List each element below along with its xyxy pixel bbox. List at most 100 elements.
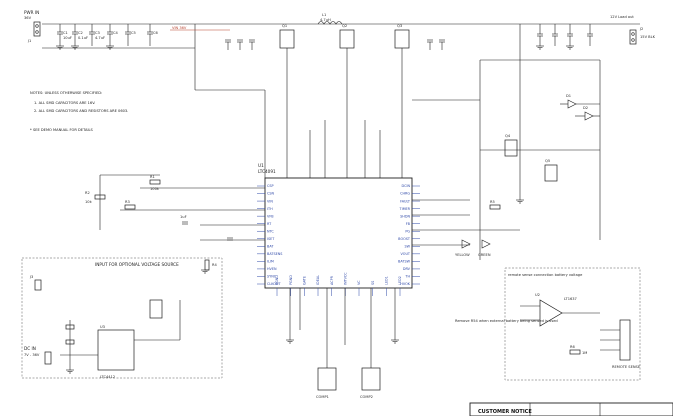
output-capacitors	[537, 24, 593, 46]
cap-c3-val: 4.7uF	[95, 36, 105, 40]
remove-r54-note: Remove R54 when external battery being s…	[455, 319, 558, 323]
comp1-label: COMP1	[316, 395, 329, 399]
u1-pin-label: HVOK	[400, 282, 410, 286]
optional-box-title: INPUT FOR OPTIONAL VOLTAGE SOURCE	[95, 262, 179, 267]
u1-pin-label: LED2	[398, 276, 402, 285]
cap-c5-ref: C5	[131, 31, 136, 35]
d1-ref: D1	[566, 94, 571, 98]
u1-pin-label: BOOST	[398, 237, 411, 241]
u1-pin-label: SYNC	[267, 275, 277, 279]
u3-ref: U3	[100, 325, 105, 329]
u1-pin-label: TIMER	[399, 207, 411, 211]
cap-c2-val: 0.1uF	[78, 36, 88, 40]
r3-ref: R3	[125, 200, 130, 204]
cap-c1-ref: C1	[63, 31, 68, 35]
u1-pin-label: VOUT	[401, 252, 411, 256]
u1-pin-label: NTC	[267, 229, 274, 233]
cap-c6-ref: C6	[153, 31, 159, 35]
u1-pin-label: ISET	[267, 237, 275, 241]
u1-pin-label: RT	[267, 222, 272, 226]
q3-ref: Q3	[397, 24, 402, 28]
r6-val: 1M	[582, 351, 587, 355]
q5-ref: Q5	[545, 159, 550, 163]
notes-block: NOTES: UNLESS OTHERWISE SPECIFIED: 1. AL…	[30, 91, 128, 132]
j2-ref: J2	[639, 27, 643, 31]
left-side-network: R1 100k R2 10k R3 R4 1uF	[85, 174, 265, 271]
r2-ref: R2	[85, 191, 90, 195]
j1-ref: J1	[27, 39, 31, 43]
q2-ref: Q2	[342, 24, 347, 28]
right-side-circuit: Q4 Q5 D1 D2	[480, 24, 601, 240]
r1-val: 100k	[150, 187, 160, 191]
u1-pin-label: BATSENS	[267, 252, 282, 256]
ground-symbols	[56, 45, 574, 374]
load-output-connector: 12V Load out 15V BLK J2	[610, 15, 656, 45]
u1-pin-label: PG	[405, 229, 410, 233]
u1-pin-label: SGND	[275, 275, 279, 285]
top-center-capacitors	[225, 39, 445, 50]
u1-pin-label: VC	[357, 280, 361, 285]
u1-pin-label: VIN	[267, 199, 273, 203]
cap-c1-val: 10uF	[63, 36, 72, 40]
u2-ref: U2	[535, 293, 540, 297]
u1-pin-label: HVEN	[267, 267, 277, 271]
title-block: CUSTOMER NOTICE	[469, 402, 673, 416]
cap-c2-ref: C2	[78, 31, 83, 35]
u1-pin-label: ACPR	[330, 275, 334, 285]
q4-ref: Q4	[505, 134, 511, 138]
title-block-text: CUSTOMER NOTICE	[478, 409, 532, 415]
u1-pin-label: CHRG	[400, 192, 410, 196]
c-left-val: 1uF	[180, 215, 187, 219]
r6-ref: R6	[570, 345, 575, 349]
dc-in-label: DC IN	[24, 346, 36, 351]
top-power-rail: VIN 36V	[42, 23, 640, 90]
status-led-network: YELLOW GREEN R5	[412, 199, 520, 257]
u1-pin-label: ITH	[267, 207, 273, 211]
cap-c4-ref: C4	[113, 31, 119, 35]
u1-pin-label: FB	[406, 222, 411, 226]
comp2-label: COMP2	[360, 395, 373, 399]
top-net-label: VIN 36V	[172, 26, 187, 30]
u1-left-pins: CSPCSNVINITHVFBRTNTCISETBATBATSENSILIMHV…	[257, 184, 282, 286]
u1-pin-label: BAT	[267, 245, 274, 249]
top-mosfets: Q1 Q2 Q3	[279, 24, 410, 80]
r1-ref: R1	[150, 175, 155, 179]
remote-box-title: remote sense connection battery voltage	[508, 273, 583, 277]
u1-pin-label: INTVCC	[344, 272, 348, 285]
inductor-l1: L1 4.7uH	[317, 13, 343, 25]
u1-pin-label: ILIM	[267, 260, 274, 264]
r5-ref: R5	[490, 200, 495, 204]
u1-pin-label: TH	[404, 275, 410, 279]
remote-sense-label: REMOTE SENSE	[612, 365, 641, 369]
note-line-2: 2. ALL SMD CAPACITORS AND RESISTORS ARE …	[34, 109, 128, 113]
u1-pin-label: GATE	[303, 276, 307, 285]
led-green: GREEN	[478, 253, 491, 257]
u1-pin-label: FAULT	[400, 199, 411, 203]
pwr-in-sub: 36V	[24, 16, 32, 20]
note-line-3: * SEE DEMO MANUAL FOR DETAILS	[30, 128, 94, 132]
input-connector: PWR IN 36V J1	[24, 10, 41, 43]
pwr-in-label: PWR IN	[24, 10, 39, 15]
u2-part: LT1637	[564, 297, 577, 301]
u1-pin-label: DCIN	[401, 184, 410, 188]
ic-top-wiring	[195, 60, 481, 260]
r2-val: 10k	[85, 200, 93, 204]
dc-in-sub: 7V - 36V	[24, 353, 40, 357]
q1-ref: Q1	[282, 24, 287, 28]
led-yellow: YELLOW	[455, 253, 470, 257]
main-ic-u1: U1 LTC4091 CSPCSNVINITHVFBRTNTCISETBATBA…	[257, 163, 420, 296]
l1-val: 4.7uH	[320, 18, 331, 22]
optional-source-section: INPUT FOR OPTIONAL VOLTAGE SOURCE U3 LTC…	[21, 257, 223, 379]
compensation-networks: COMP1 COMP2	[289, 288, 396, 399]
u1-pin-label: DRV	[403, 267, 411, 271]
u1-pin-label: CLKOUT	[267, 282, 281, 286]
input-capacitors: C1 10uF C2 0.1uF C3 4.7uF C4 C5 C6	[57, 24, 159, 46]
u1-pin-label: SS	[371, 281, 375, 285]
cap-c3-ref: C3	[95, 31, 100, 35]
d2-ref: D2	[583, 106, 588, 110]
u1-pin-label: IDEAL	[316, 275, 320, 285]
u1-pin-label: VFB	[267, 214, 274, 218]
